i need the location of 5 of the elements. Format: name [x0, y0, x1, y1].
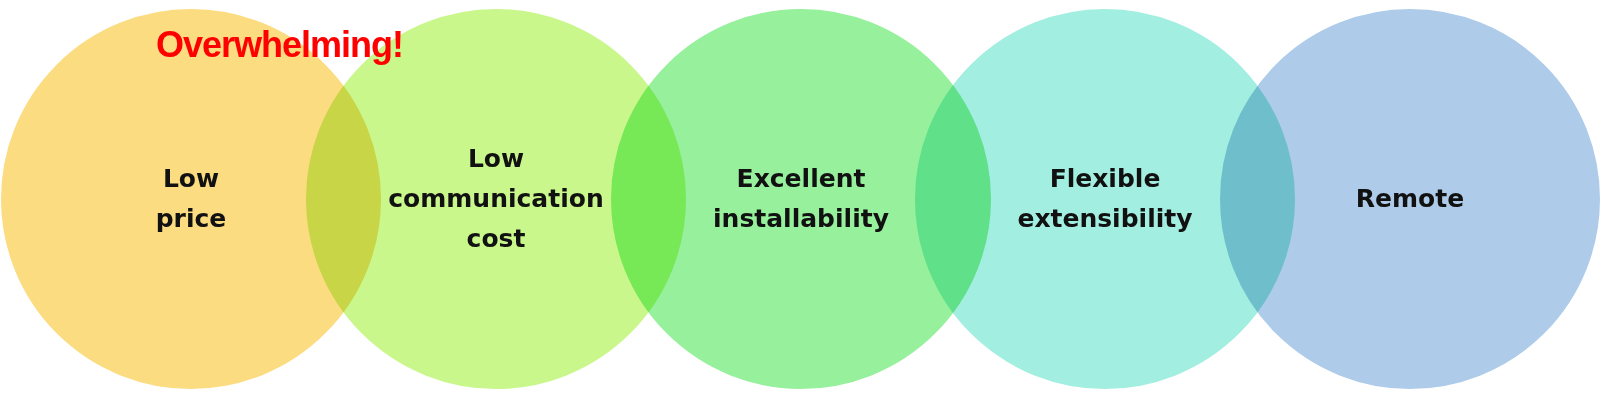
- circle-label: Excellent installability: [712, 163, 890, 235]
- circle-label: Low price: [154, 163, 228, 235]
- circle-label: Low communication cost: [387, 143, 605, 255]
- circle-label: Remote: [1354, 183, 1466, 215]
- circle-label: Flexible extensibility: [1016, 163, 1194, 235]
